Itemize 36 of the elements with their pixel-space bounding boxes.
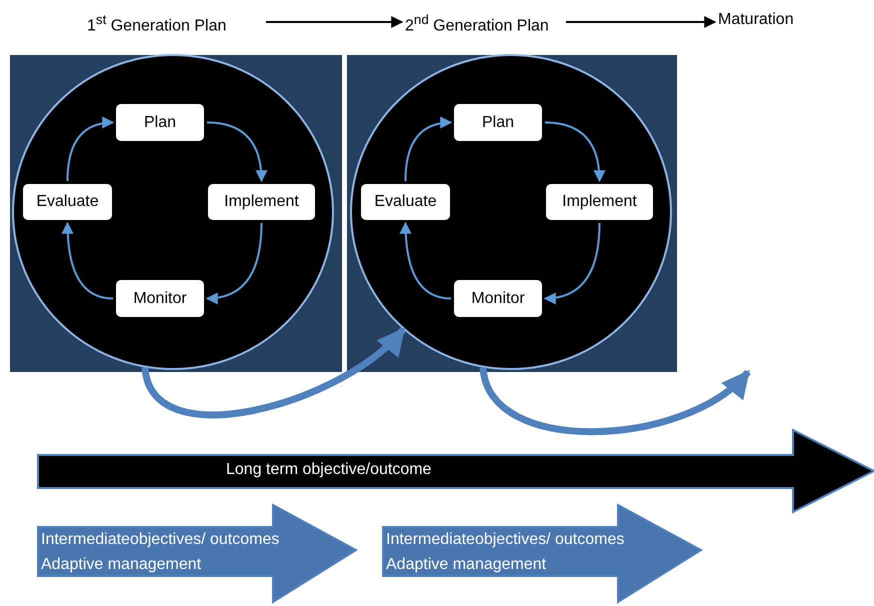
arrow bbox=[266, 16, 404, 28]
process-box bbox=[208, 184, 315, 220]
arrow bbox=[206, 122, 268, 182]
process-box bbox=[454, 104, 542, 141]
outcome-label: Intermediateobjectives/ outcomes bbox=[386, 530, 624, 549]
process-box bbox=[116, 280, 204, 317]
process-box bbox=[116, 104, 204, 141]
step-label: Evaluate bbox=[36, 193, 99, 211]
arrow bbox=[566, 16, 716, 28]
step-label: Evaluate bbox=[374, 193, 437, 211]
arrow bbox=[544, 122, 606, 182]
outcome-label: Adaptive management bbox=[41, 555, 202, 574]
step-label: Plan bbox=[482, 114, 514, 132]
stage-heading: 1$^{st}$ Generation Plan bbox=[87, 10, 263, 34]
outcome-label: Long term objective/outcome bbox=[226, 460, 432, 479]
process-box bbox=[454, 280, 542, 317]
arrow bbox=[480, 366, 750, 436]
arrow bbox=[544, 222, 600, 304]
process-box bbox=[361, 184, 450, 220]
arrow bbox=[206, 222, 262, 304]
step-label: Implement bbox=[224, 193, 299, 211]
step-label: Implement bbox=[562, 193, 637, 211]
outcome-label: Intermediateobjectives/ outcomes bbox=[41, 530, 280, 549]
stage-heading: Maturation bbox=[718, 10, 810, 34]
outcome-label: Adaptive management bbox=[386, 555, 546, 574]
step-label: Plan bbox=[144, 114, 176, 132]
arrow bbox=[400, 222, 452, 300]
arrow bbox=[66, 117, 114, 182]
arrow bbox=[62, 222, 114, 300]
arrow bbox=[142, 326, 406, 418]
stage-heading: 2$^{nd}$ Generation Plan bbox=[405, 10, 563, 34]
step-label: Monitor bbox=[471, 290, 525, 308]
process-box bbox=[23, 184, 112, 220]
step-label: Monitor bbox=[133, 290, 187, 308]
process-box bbox=[546, 184, 653, 220]
arrow bbox=[404, 117, 452, 182]
